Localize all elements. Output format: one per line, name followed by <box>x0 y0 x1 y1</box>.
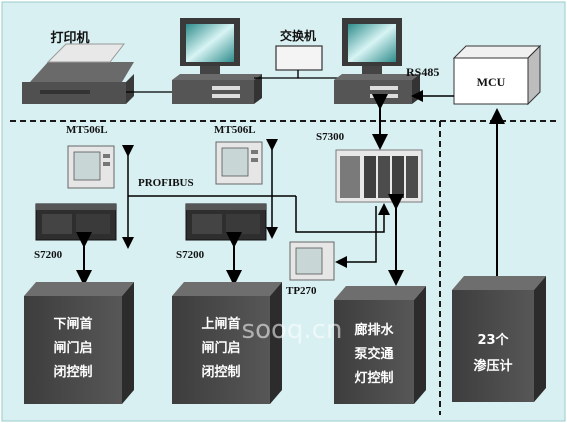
rs485-label: RS485 <box>406 65 439 79</box>
s7200-left-label: S7200 <box>34 249 63 261</box>
profibus-to-s7300 <box>295 196 390 233</box>
link-switch-pc2 <box>297 70 338 79</box>
pump-line-1: 廊排水 <box>354 322 394 338</box>
lower-gate-line-1: 下闸首 <box>53 316 92 332</box>
switch-label: 交换机 <box>280 28 316 43</box>
upper-gate-line-3: 闭控制 <box>201 364 240 380</box>
mcu-label: MCU <box>477 75 506 89</box>
computer-right-icon <box>334 18 420 104</box>
hmi-left-icon <box>67 145 115 189</box>
pump-light-control-box <box>334 286 426 404</box>
arrow-s7300-tp270 <box>335 206 377 268</box>
mt506l-right-label: MT506L <box>214 124 256 136</box>
s7200-left-plc <box>35 203 117 241</box>
hmi-right-icon <box>215 141 263 185</box>
lower-gate-line-2: 闸门启 <box>53 340 92 356</box>
printer-label: 打印机 <box>50 30 89 46</box>
watermark-text: sooq.cn <box>242 315 343 345</box>
switch-icon <box>275 45 323 71</box>
upper-gate-line-1: 上闸首 <box>201 316 240 332</box>
s7300-plc <box>335 149 423 203</box>
pump-line-3: 灯控制 <box>354 370 393 386</box>
s7300-label: S7300 <box>316 131 345 143</box>
printer-icon <box>22 43 134 104</box>
piezometer-line-2: 渗压计 <box>473 358 512 374</box>
pump-line-2: 泵交通 <box>354 346 393 362</box>
tp270-label: TP270 <box>286 285 317 297</box>
lower-gate-line-3: 闭控制 <box>53 364 92 380</box>
upper-gate-line-2: 闸门启 <box>201 340 240 356</box>
lower-gate-control-box <box>24 282 134 404</box>
s7200-right-plc <box>185 203 267 241</box>
computer-left-icon <box>172 18 262 104</box>
s7200-right-label: S7200 <box>176 249 205 261</box>
mcu-box <box>452 44 542 106</box>
profibus-label: PROFIBUS <box>138 177 194 189</box>
piezometer-line-1: 23个 <box>477 332 509 348</box>
upper-gate-control-box <box>172 282 282 404</box>
tp270-icon <box>289 241 335 281</box>
piezometer-box <box>452 276 546 402</box>
mt506l-left-label: MT506L <box>66 124 108 136</box>
